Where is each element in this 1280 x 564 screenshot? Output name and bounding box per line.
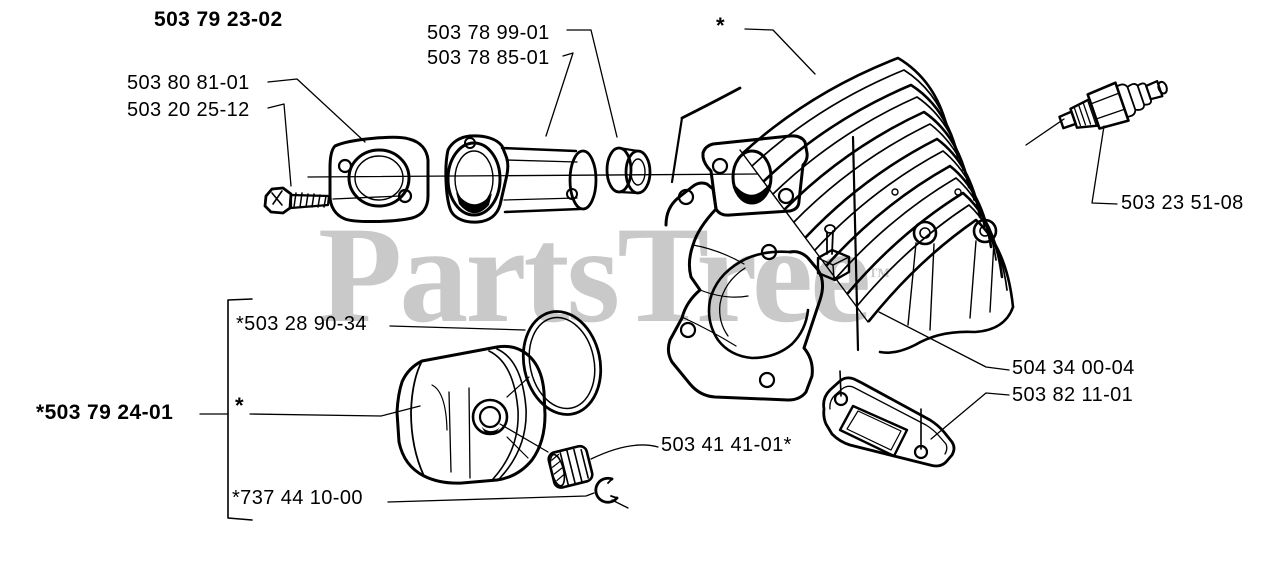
retaining-clip-drawing — [594, 476, 619, 504]
needle-bearing-drawing — [547, 444, 594, 489]
leader-needle-bearing — [590, 444, 659, 460]
label-assembly-group: 503 79 23-02 — [154, 8, 283, 31]
label-piston-assembly: *503 79 24-01 — [36, 401, 174, 424]
leader-retaining-clip — [387, 492, 595, 503]
leader-manifold-seal — [566, 29, 618, 138]
watermark-text: PartsTree — [318, 198, 871, 351]
leader-piston-star — [249, 405, 421, 417]
partstree-watermark: PartsTree™ — [318, 206, 890, 344]
label-piston-ring: *503 28 90-34 — [236, 313, 367, 335]
leader-intake-flange — [267, 78, 366, 143]
label-exhaust-gasket: 503 82 11-01 — [1012, 384, 1134, 406]
piston-ring-drawing — [521, 310, 603, 416]
exploded-axis-line — [307, 173, 759, 178]
manifold-seal-drawing — [605, 146, 652, 195]
exhaust-gasket-drawing — [822, 370, 956, 468]
cylinder-intake-flange — [701, 134, 809, 217]
leader-cylinder — [878, 311, 1010, 371]
label-flange-bolt: 503 20 25-12 — [127, 99, 250, 121]
leader-flange-bolt — [267, 103, 292, 187]
spark-plug-axis-line — [1025, 118, 1065, 146]
cylinder-base-flange — [664, 181, 825, 402]
label-spark-plug: 503 23 51-08 — [1121, 192, 1244, 214]
intake-manifold-drawing — [444, 134, 598, 224]
label-cylinder: 504 34 00-04 — [1012, 357, 1135, 379]
spark-plug-drawing — [1058, 79, 1168, 130]
cylinder-drawing — [664, 56, 1015, 402]
decompression-valve — [816, 224, 851, 282]
label-manifold-seal: 503 78 99-01 — [427, 22, 550, 44]
intake-flange-drawing — [328, 135, 430, 224]
label-intake-manifold: 503 78 85-01 — [427, 47, 550, 69]
leader-exhaust-gasket — [930, 392, 1010, 440]
leader-cylinder-star — [744, 28, 816, 75]
leader-spark-plug — [1091, 125, 1118, 205]
label-retaining-clip: *737 44 10-00 — [232, 487, 363, 509]
leader-lines — [199, 28, 1118, 521]
flange-bolt-drawing — [263, 186, 331, 215]
label-piston-star: * — [235, 393, 244, 418]
label-intake-flange: 503 80 81-01 — [127, 72, 250, 94]
leader-piston-ring — [389, 325, 526, 331]
group-bracket — [227, 298, 253, 521]
piston-drawing — [395, 344, 547, 485]
trademark-symbol: ™ — [868, 263, 891, 288]
label-needle-bearing: 503 41 41-01* — [661, 434, 792, 456]
label-cylinder-star: * — [716, 13, 725, 38]
leader-intake-manifold — [545, 52, 574, 137]
